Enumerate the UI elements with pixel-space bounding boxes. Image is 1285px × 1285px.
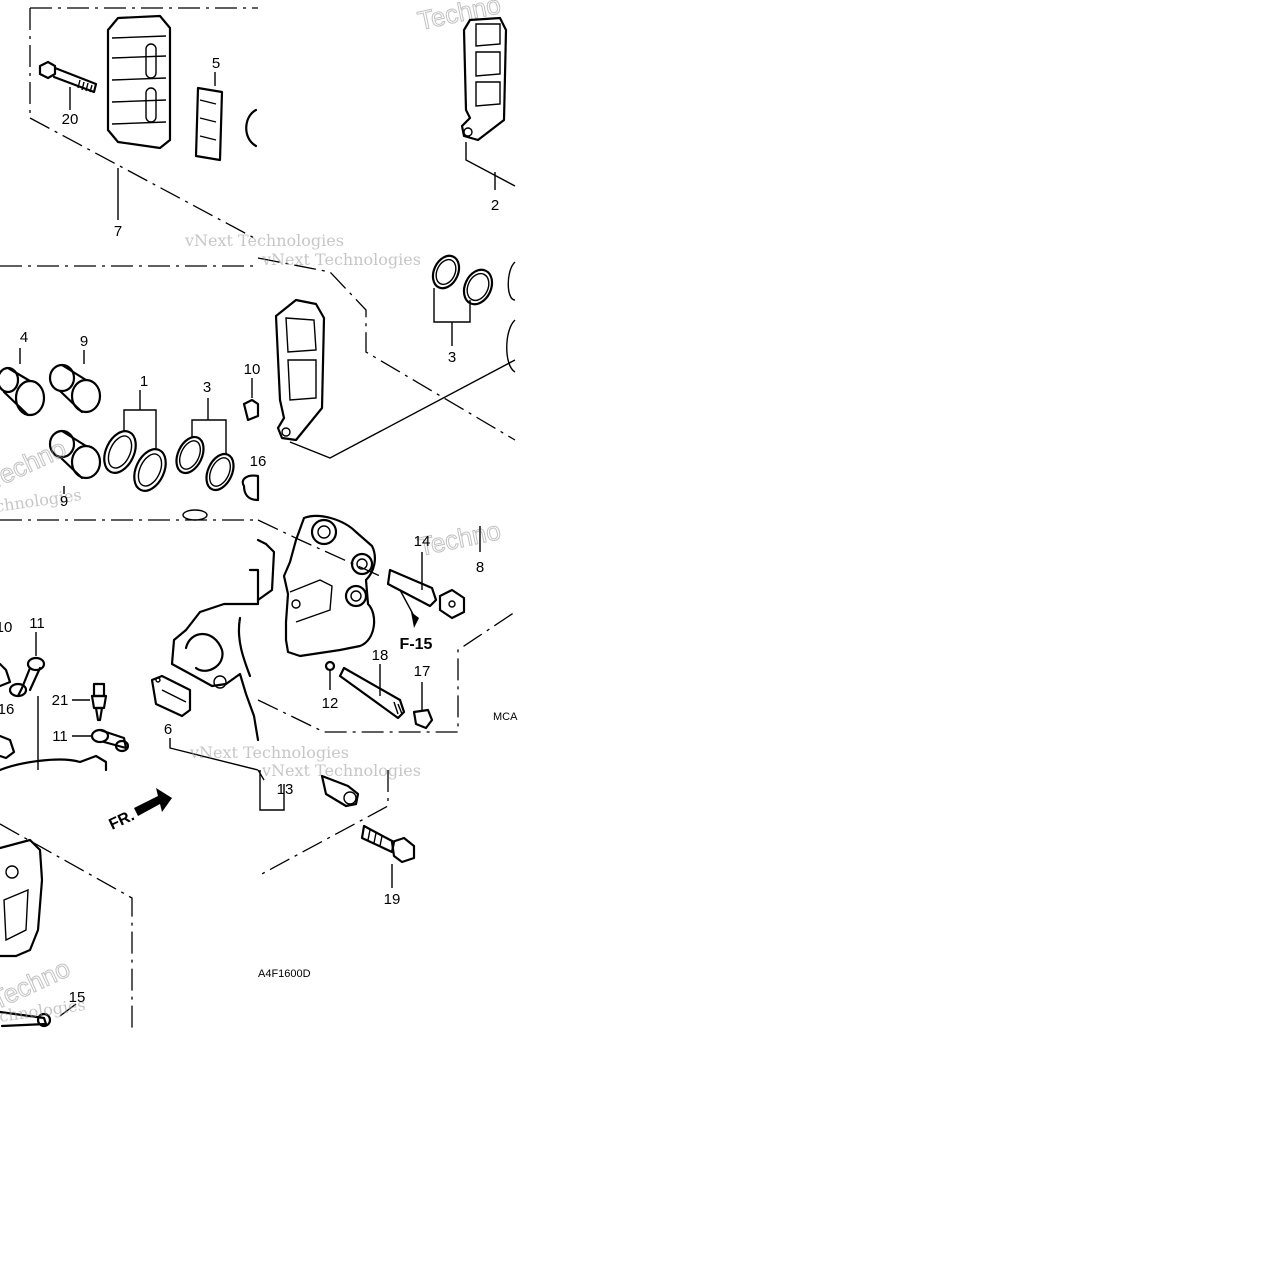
tile-middle-left: Techno chnologies — [0, 265, 260, 521]
part-number: 18 — [372, 647, 389, 664]
figure-code-fragment: A4F1600D — [258, 968, 311, 980]
part-number: 15 — [69, 989, 86, 1006]
part-number: 21 — [52, 692, 69, 709]
tile-bottom-right: vNext Technologies — [257, 761, 421, 888]
part-number: 11 — [29, 615, 45, 632]
part-number: 9 — [60, 493, 68, 510]
shim-part — [194, 86, 224, 162]
bolt-part — [38, 60, 98, 94]
dust-seal-part — [175, 435, 235, 492]
pin-part — [338, 666, 406, 720]
part-number: 16 — [0, 701, 14, 718]
caliper-assembly-part — [256, 514, 376, 658]
banjo-fitting-part — [90, 728, 130, 753]
part-number: 17 — [414, 663, 431, 680]
watermark-text: vNext Technologies — [189, 743, 349, 762]
part-number: 7 — [114, 223, 122, 240]
part-number: 3 — [203, 379, 211, 396]
front-direction-arrow: FR. — [107, 788, 172, 834]
part-number: 6 — [164, 721, 172, 738]
watermark-text: vNext Technologies — [261, 250, 421, 269]
part-number: 10 — [244, 361, 261, 378]
figure-code-fragment: MCA — [493, 711, 518, 723]
part-number: 11 — [52, 728, 68, 745]
part-labels: 1 2 3 3 4 5 6 7 8 9 9 10 10 11 11 12 13 … — [0, 55, 518, 1006]
tile-top-right: Techno — [415, 0, 516, 190]
part-number: 5 — [212, 55, 220, 72]
part-number: 19 — [384, 891, 401, 908]
bolt-part — [360, 824, 416, 864]
bolt-part — [0, 1010, 52, 1028]
sleeve-part — [48, 429, 102, 480]
brake-pad-part — [460, 16, 508, 142]
dust-seal-part — [431, 254, 494, 306]
bleeder-valve-part — [90, 682, 108, 722]
sleeve-part — [48, 363, 102, 414]
tile-bottom-left: FR. Techno chnologies — [0, 788, 172, 1028]
hanger-bracket-part — [0, 838, 44, 958]
brake-pad-part — [274, 298, 326, 442]
tile-top-left: vNext Technologies — [29, 7, 344, 250]
part-number: 12 — [322, 695, 339, 712]
watermark-text: chnologies — [0, 485, 83, 516]
bolt-part — [386, 568, 466, 620]
part-number: 1 — [140, 373, 148, 390]
sleeve-part — [0, 366, 46, 417]
part-number: 8 — [476, 559, 484, 576]
pad-spring-part — [150, 674, 192, 718]
part-number: 3 — [448, 349, 456, 366]
part-number: 13 — [277, 781, 294, 798]
watermark-text: vNext Technologies — [184, 231, 344, 250]
plug-part — [412, 708, 434, 730]
reference-label: F-15 — [400, 636, 433, 653]
part-number: 4 — [20, 329, 28, 346]
part-number: 10 — [0, 619, 12, 636]
watermark-text: vNext Technologies — [261, 761, 421, 780]
part-number: 16 — [250, 453, 267, 470]
tile-middle-right: vNext Technologies — [257, 250, 516, 459]
part-number: 9 — [80, 333, 88, 350]
piston-seal-part — [103, 430, 167, 492]
direction-label: FR. — [107, 807, 138, 833]
part-number: 20 — [62, 111, 79, 128]
watermark-outline: Techno — [0, 433, 71, 496]
tile-lower-left: vNext Technologies — [0, 568, 349, 772]
part-number: 2 — [491, 197, 499, 214]
caliper-body-part — [106, 14, 172, 150]
part-number: 14 — [414, 533, 431, 550]
banjo-bolt-part — [320, 774, 360, 808]
banjo-fitting-part — [8, 656, 46, 698]
caliper-bracket-part — [170, 568, 260, 742]
